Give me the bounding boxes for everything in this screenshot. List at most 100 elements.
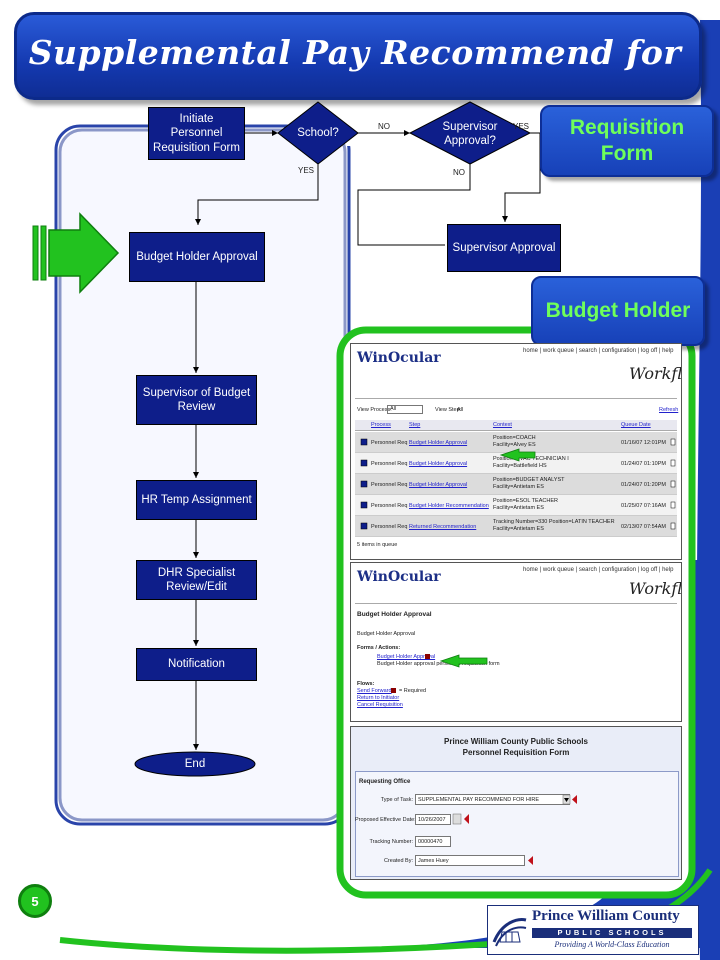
chevron-down-icon [564, 798, 569, 802]
school-question-label: School? [297, 127, 339, 139]
no-label-school: NO [378, 122, 390, 131]
title-banner [14, 12, 702, 100]
form-org: Prince William County Public Schools [444, 737, 588, 746]
logo-name: Prince William County [532, 908, 680, 924]
col-header-queue-date[interactable]: Queue Date [621, 422, 651, 428]
budget-holder-approval-box: Budget Holder Approval [129, 232, 265, 282]
page-number-badge: 5 [18, 884, 52, 918]
budget-holder-callout: Budget Holder [531, 276, 705, 346]
queue-count: 5 items in queue [357, 542, 398, 548]
return-link[interactable]: Return to Initiator [357, 695, 400, 701]
row-context: Position=ESOL TEACHER [493, 498, 558, 504]
dhr-specialist-box: DHR Specialist Review/Edit [136, 560, 257, 600]
table-row[interactable] [355, 495, 677, 516]
school-decision-diamond [277, 101, 359, 165]
row-process: Personnel Req [371, 482, 408, 488]
row-context: Facility=Battlefield HS [493, 463, 547, 469]
row-icons [360, 438, 676, 530]
requisition-form-callout: Requisition Form [540, 105, 714, 177]
view-process-select[interactable]: All [387, 405, 423, 414]
green-arrow-icon [499, 448, 536, 462]
supervisor-question-label: Supervisor Approval? [442, 121, 498, 148]
row-context: Facility=Alvey ES [493, 442, 536, 448]
green-pointer-arrow [32, 212, 120, 294]
globe-icon [492, 918, 527, 947]
supervisor-decision-diamond [408, 101, 532, 165]
workflow-title: Workflow [629, 364, 682, 383]
green-arrow-icon [439, 654, 488, 668]
row-date: 01/16/07 12:01PM [621, 440, 666, 446]
date-label: Proposed Effective Date: [355, 817, 416, 823]
row-context: Position=BUDGET ANALYST [493, 477, 565, 483]
row-date: 01/25/07 07:16AM [621, 503, 666, 509]
view-step-label: View Step: [435, 407, 462, 413]
row-context: Tracking Number=330 Position=LATIN TEACH… [493, 519, 615, 525]
cancel-link[interactable]: Cancel Requisition [357, 702, 403, 708]
yes-label-school: YES [298, 166, 315, 175]
end-label: End [184, 758, 206, 770]
flows-label: Flows: [357, 681, 375, 687]
row-step-link[interactable]: Budget Holder Approval [409, 440, 468, 446]
approval-sub: Budget Holder Approval [357, 631, 416, 637]
required-marker-icon [572, 795, 577, 804]
required-marker-icon [528, 856, 533, 865]
row-step-link[interactable]: Budget Holder Approval [409, 461, 468, 467]
approval-heading: Budget Holder Approval [357, 611, 432, 618]
budget-holder-approval-screenshot: WinOcular home | work queue | search | c… [350, 562, 682, 722]
approval-icons [391, 654, 488, 693]
row-process: Personnel Req [371, 524, 408, 530]
no-label-supervisor: NO [453, 168, 465, 177]
tracking-label: Tracking Number: [369, 839, 413, 845]
col-header-process[interactable]: Process [371, 422, 391, 428]
requisition-form-screenshot: Prince William County Public Schools Per… [350, 726, 682, 880]
end-terminal [134, 751, 256, 777]
view-step-value: All [457, 407, 464, 413]
row-date: 02/13/07 07:54AM [621, 524, 666, 530]
row-step-link[interactable]: Budget Holder Approval [409, 482, 468, 488]
row-step-link[interactable]: Budget Holder Recommendation [409, 503, 489, 509]
send-forward-link[interactable]: Send Forward [357, 688, 392, 694]
pwcs-logo: Prince William County PUBLIC SCHOOLS Pro… [487, 905, 699, 955]
col-header-step[interactable]: Step [409, 422, 421, 428]
workflow-queue-screenshot: WinOcular home | work queue | search | c… [350, 343, 682, 560]
section-requesting-office: Requesting Office [359, 779, 411, 785]
created-by-label: Created By: [383, 858, 413, 864]
initiate-requisition-box: Initiate Personnel Requisition Form [148, 107, 245, 160]
row-context: Facility=Antietam ES [493, 505, 544, 511]
winocular-logo: WinOcular [357, 569, 441, 585]
forms-label: Forms / Actions: [357, 645, 401, 651]
view-process-label: View Process: [357, 407, 392, 413]
row-date: 01/24/07 01:20PM [621, 482, 666, 488]
form-link[interactable]: Budget Holder Approval [377, 654, 436, 660]
table-row[interactable] [355, 474, 677, 495]
refresh-link[interactable]: Refresh [659, 407, 679, 413]
required-note: = Required [399, 688, 427, 694]
tracking-number-input[interactable]: 00000470 [415, 836, 451, 847]
row-context: Facility=Antietam ES [493, 484, 544, 490]
top-nav[interactable]: home | work queue | search | configurati… [523, 348, 674, 354]
table-row[interactable] [355, 516, 677, 537]
logo-tagline: Providing A World-Class Education [554, 940, 670, 949]
created-by-input[interactable]: James Huey [415, 855, 525, 866]
effective-date-input[interactable]: 10/26/2007 [415, 814, 451, 825]
row-process: Personnel Req [371, 461, 408, 467]
winocular-logo: WinOcular [357, 350, 441, 366]
calendar-icon [452, 813, 462, 825]
row-context: Position=COACH [493, 435, 536, 441]
row-process: Personnel Req [371, 440, 408, 446]
row-date: 01/24/07 01:10PM [621, 461, 666, 467]
col-header-context[interactable]: Context [493, 422, 512, 428]
row-step-link[interactable]: Returned Recommendation [409, 524, 477, 530]
supervisor-budget-review-box: Supervisor of Budget Review [136, 375, 257, 425]
workflow-title: Workflow [629, 579, 682, 598]
form-desc: Budget Holder approval personnel requisi… [377, 661, 500, 667]
row-process: Personnel Req [371, 503, 408, 509]
notification-box: Notification [136, 648, 257, 681]
hr-temp-assignment-box: HR Temp Assignment [136, 480, 257, 520]
row-context: Position=HVAC TECHNICIAN I [493, 456, 569, 462]
top-nav[interactable]: home | work queue | search | configurati… [523, 567, 674, 573]
form-icons [452, 794, 577, 865]
table-row[interactable] [355, 453, 677, 474]
logo-sub: PUBLIC SCHOOLS [532, 928, 692, 938]
